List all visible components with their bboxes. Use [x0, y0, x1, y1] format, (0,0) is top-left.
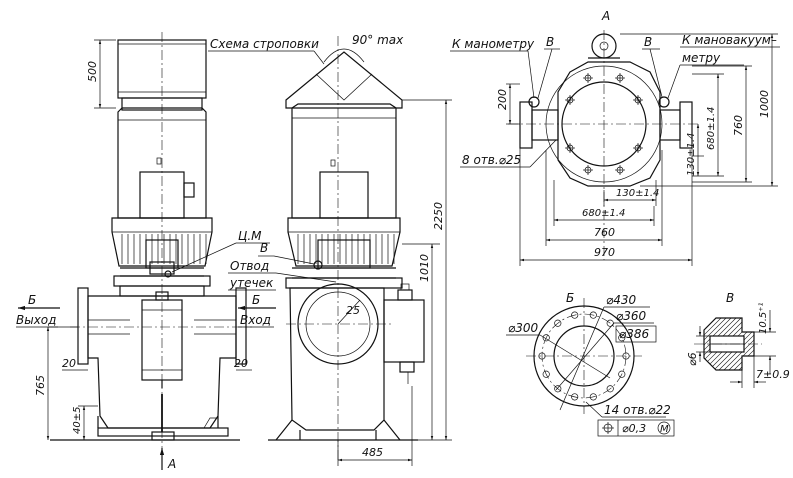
dim-20-left: 20: [62, 357, 76, 370]
flange-hole: [618, 370, 626, 378]
arrow-b-left: Б: [28, 293, 36, 307]
leak-label-2: утечек: [229, 276, 274, 290]
dim-40: 40±5: [72, 407, 83, 434]
dim-130-v: 130±1.4: [686, 133, 697, 176]
dim-680-h: 680±1.4: [582, 208, 625, 219]
to-vacuum-label-2: метру: [682, 51, 721, 65]
dim-485: 485: [362, 446, 383, 459]
dim-1010: 1010: [418, 254, 431, 282]
dim-200: 200: [496, 89, 509, 110]
flange-hole: [606, 385, 614, 393]
dim-2250: 2250: [432, 202, 445, 230]
dim-7: 7±0.9: [756, 368, 790, 381]
detail-v-title: В: [726, 291, 734, 305]
flange-hole: [589, 393, 597, 401]
dim-1000: 1000: [758, 90, 771, 118]
dim-10-5: 10.5⁺¹: [758, 302, 769, 334]
flange-hole: [589, 311, 597, 319]
view-a-title: A: [601, 9, 610, 23]
side-view: В Отвод утечек 25 Схема строповки 90° ma…: [208, 33, 452, 466]
arrow-a-label: А: [167, 457, 176, 471]
sling-angle-label: 90° max: [352, 33, 404, 47]
detail-v-label-a1: В: [546, 35, 554, 49]
dim-970: 970: [594, 246, 615, 259]
arrow-b-right: Б: [252, 293, 260, 307]
dim-760-h: 760: [594, 226, 615, 239]
front-view: 500 765 40±5 20 20 Б Выход Б Вход А Ц.М: [16, 32, 276, 471]
to-vacuum-label-1: К мановакуум–: [682, 33, 777, 47]
flange-hole: [542, 334, 550, 342]
detail-v: В 10.5⁺¹ ⌀6 7±0.9: [686, 291, 790, 388]
dim-130-h: 130±1.4: [616, 188, 659, 199]
flange-hole: [571, 393, 579, 401]
flange-hole: [571, 311, 579, 319]
dim-386: ⌀386: [619, 327, 649, 341]
inlet-label: Вход: [240, 313, 271, 327]
dim-360: ⌀360: [616, 309, 646, 323]
flange-hole: [554, 319, 562, 327]
dim-6: ⌀6: [686, 352, 699, 366]
dim-765: 765: [34, 375, 47, 396]
flange-hole: [618, 334, 626, 342]
flange-hole: [542, 370, 550, 378]
leak-label-1: Отвод: [230, 259, 269, 273]
detail-v-label-a2: В: [644, 35, 652, 49]
section-b: Б ⌀430 ⌀360 ⌀386 ⌀300 14 отв.⌀22 ⌀0,3 M: [506, 291, 675, 437]
dim-760-v: 760: [732, 115, 745, 136]
dim-680-v: 680±1.4: [706, 107, 717, 150]
max-condition: M: [660, 424, 669, 435]
center-mass-label: Ц.М: [238, 229, 262, 243]
dim-25: 25: [346, 304, 360, 317]
dim-500: 500: [86, 61, 99, 82]
section-b-title: Б: [566, 291, 574, 305]
holes-8-label: 8 отв.⌀25: [462, 153, 521, 167]
to-manometer-label: К манометру: [452, 37, 535, 51]
dim-20-right: 20: [234, 357, 248, 370]
holes-14-label: 14 отв.⌀22: [604, 403, 671, 417]
detail-v-label-side: В: [260, 241, 268, 255]
view-a: A К манометру В В К мановакуум– ме: [450, 9, 780, 266]
dim-430: ⌀430: [606, 293, 636, 307]
outlet-label: Выход: [16, 313, 56, 327]
position-tolerance: ⌀0,3: [622, 422, 646, 435]
dim-300: ⌀300: [508, 321, 538, 335]
sling-scheme-label: Схема строповки: [210, 37, 319, 51]
flange-hole: [554, 385, 562, 393]
